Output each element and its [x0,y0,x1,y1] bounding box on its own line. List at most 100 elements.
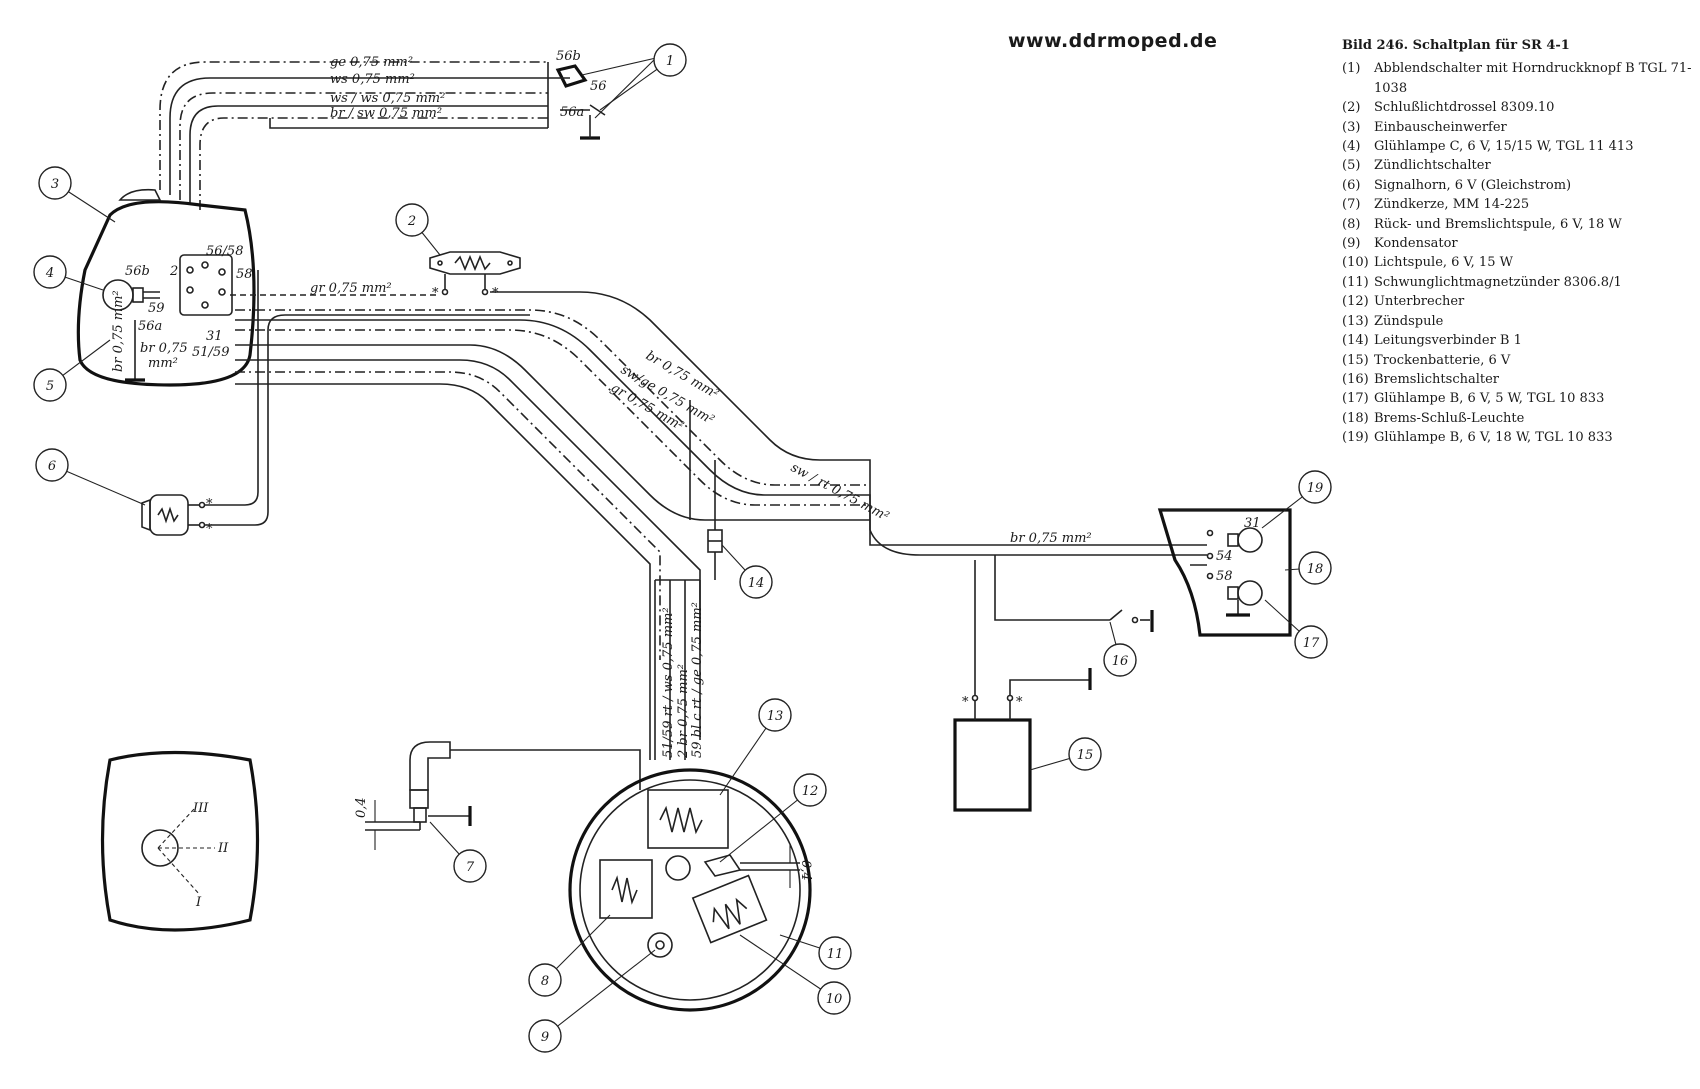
legend-item: (13)Zündspule [1342,312,1692,331]
callout-circle [1068,737,1102,771]
wire-label-brsw: br / sw 0,75 mm² [330,106,442,121]
legend-item: (15)Trockenbatterie, 6 V [1342,351,1692,370]
legend-item-text: Glühlampe C, 6 V, 15/15 W, TGL 11 413 [1374,139,1634,155]
legend-item: (16)Bremslichtschalter [1342,370,1692,389]
legend-item: (5)Zündlichtschalter [1342,156,1692,175]
svg-text:*: * [206,522,213,537]
legend-item: (7) Zündkerze, MM 14-225 [1342,195,1692,214]
callout-circle [793,773,827,807]
legend-item-text: Zündspule [1374,313,1444,329]
legend-item-number: (2) [1342,100,1361,116]
dimmer-switch: 56b 56 56a [548,49,657,140]
legend-item-text: Schwunglichtmagnetzünder 8306.8/1 [1374,274,1622,290]
term-56-switch: 56 [590,79,607,94]
legend-item-number: (12) [1342,294,1369,310]
callout-circle [739,565,773,599]
legend-item-text: Bremslichtschalter [1374,371,1500,387]
callout-circle [38,166,72,200]
legend-item-number: (19) [1342,430,1369,446]
wire-label-v2: 2 br 0,75 mm² [676,664,691,759]
term-56b-switch: 56b [556,49,581,64]
dry-battery: * * [953,560,1092,812]
svg-text:*: * [432,286,439,301]
legend-item-text: Rück- und Bremslichtspule, 6 V, 18 W [1374,216,1622,232]
callout-number: 12 [802,784,819,799]
term-59: 59 [148,301,165,316]
callout-leader [51,464,146,506]
callout-circle [33,368,67,402]
legend-item: (4)Glühlampe C, 6 V, 15/15 W, TGL 11 413 [1342,137,1692,156]
tail-light: 31 54 58 [1157,508,1292,637]
legend-title: Bild 246. Schaltplan für SR 4-1 [1342,38,1570,53]
callout-circle [653,43,687,77]
callout-circle [33,255,67,289]
svg-text:*: * [492,286,499,301]
legend-item-text: Brems-Schluß-Leuchte [1374,410,1525,426]
wire-label-ge: ge 0,75 mm² [330,55,413,70]
magneto-cable: 51/59 rt / ws 0,75 mm² 2 br 0,75 mm² 59 … [654,579,705,760]
term-54: 54 [1216,549,1233,564]
term-56-58: 56/58 [206,244,243,259]
svg-text:*: * [962,695,969,710]
legend-item-text: Kondensator [1374,236,1458,252]
callout-circle [818,936,852,970]
legend-item-text: Lichtspule, 6 V, 15 W [1374,255,1513,271]
callout-number: 15 [1077,748,1094,763]
beam-label-III: III [192,801,209,816]
callout-circle [758,698,792,732]
legend-item-text: Signalhorn, 6 V (Gleichstrom) [1374,177,1572,193]
legend-item: (19)Glühlampe B, 6 V, 18 W, TGL 10 833 [1342,428,1692,447]
legend-item-text: Zündkerze, MM 14-225 [1374,197,1530,213]
callout-number: 11 [827,947,844,962]
brake-light-switch [994,555,1207,632]
legend-item: (3)Einbauscheinwerfer [1342,118,1692,137]
legend-item-number: (18) [1342,410,1369,426]
legend-item-number: (8) [1342,216,1361,232]
tail-light-choke: * * [429,251,521,301]
legend-item-text: Glühlampe B, 6 V, 5 W, TGL 10 833 [1374,391,1605,407]
callout-number: 19 [1307,481,1324,496]
flywheel-magneto: 0,4 [568,768,813,1012]
term-31-tail: 31 [1244,516,1261,531]
legend-item: (10)Lichtspule, 6 V, 15 W [1342,253,1692,272]
wire-label-gr: gr 0,75 mm² [310,281,392,296]
legend-item-number: (3) [1342,119,1361,135]
legend-item-number: (1) [1342,61,1361,77]
term-58: 58 [236,267,253,282]
legend-item-text: Zündlichtschalter [1374,158,1491,174]
callout-number: 7 [466,860,475,875]
callout-circle [528,963,562,997]
legend-item-text: Leitungsverbinder B 1 [1374,333,1522,349]
callout-leader [719,789,811,863]
callout-number: 13 [767,709,784,724]
legend-item-text: Abblendschalter mit Horndruckknopf B TGL… [1374,61,1692,96]
term-31: 31 [206,329,223,344]
signal-horn: * * [141,270,530,537]
callout-number: 4 [45,266,54,281]
term-56b: 56b [125,264,150,279]
beam-label-II: II [217,841,229,856]
callout-number: 8 [541,974,549,989]
wire-label-ws: ws 0,75 mm² [330,72,415,87]
legend-item: (12)Unterbrecher [1342,292,1692,311]
legend-item: (18) Brems-Schluß-Leuchte [1342,409,1692,428]
legend-item-number: (7) [1342,197,1361,213]
callout-number: 16 [1112,654,1129,669]
term-56a: 56a [138,319,162,334]
beam-label-I: I [195,895,202,910]
callout-number: 14 [748,576,765,591]
legend-item-number: (6) [1342,177,1361,193]
legend-item: (14)Leitungsverbinder B 1 [1342,331,1692,350]
legend-item: (2)Schlußlichtdrossel 8309.10 [1342,98,1692,117]
callout-leader [739,934,835,999]
wire-label-br-lamp-2: mm² [148,356,178,371]
callout-circle [35,448,69,482]
wire-connector [707,460,723,580]
wire-label-v3: 59 bl c rt / ge 0,75 mm² [690,602,705,758]
callout-circle [528,1019,562,1053]
callout-number: 18 [1307,562,1324,577]
legend-item: (6) Signalhorn, 6 V (Gleichstrom) [1342,176,1692,195]
callout-number: 5 [46,379,54,394]
wire-label-swrt: sw / rt 0,75 mm² [788,460,891,524]
